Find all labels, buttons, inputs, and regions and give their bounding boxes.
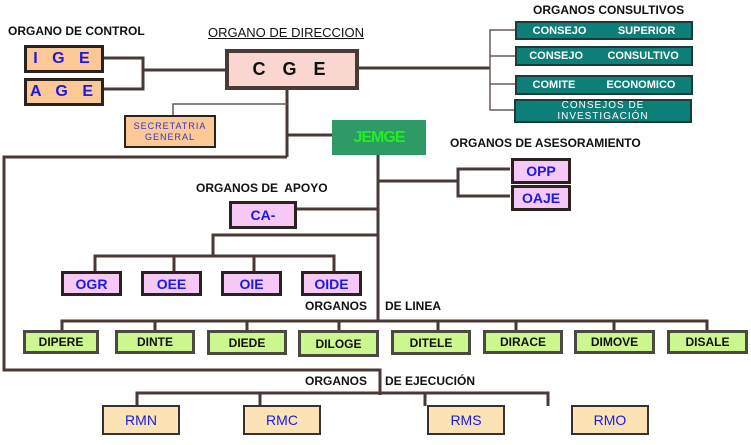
box-ditele[interactable]: DITELE (391, 330, 471, 355)
box-secretaria-general[interactable]: SECRETATRIA GENERAL (124, 115, 216, 148)
connector-apoyo-down (211, 233, 378, 256)
box-rmn[interactable]: RMN (102, 405, 180, 435)
box-cge[interactable]: C G E (225, 49, 359, 90)
comite-economico-right: ECONOMICO (606, 79, 676, 91)
consejo-consultivo-left: CONSEJO (529, 50, 584, 62)
connector-secretaria (172, 103, 287, 118)
connector-outer-loop (2, 155, 382, 395)
connector-linea (60, 319, 709, 330)
box-disale[interactable]: DISALE (667, 330, 748, 354)
heading-ejecucion-right: DE EJECUCIÓN (385, 374, 476, 388)
box-dirace[interactable]: DIRACE (483, 330, 563, 354)
box-ogr[interactable]: OGR (61, 271, 122, 296)
connector-apoyo-units (93, 254, 336, 271)
box-rms[interactable]: RMS (427, 405, 505, 435)
box-oie[interactable]: OIE (221, 271, 282, 296)
heading-apoyo: ORGANOS DE APOYO (196, 181, 328, 195)
consejo-consultivo-right: CONSULTIVO (607, 50, 679, 62)
consejo-superior-right: SUPERIOR (617, 24, 676, 37)
comite-economico-left: COMITE (532, 79, 576, 91)
connector-asesor-bracket (456, 167, 510, 198)
heading-ejecucion-left: ORGANOS (305, 374, 368, 388)
box-comite-economico[interactable]: COMITE ECONOMICO (515, 75, 693, 95)
connector-control (103, 56, 145, 91)
secretaria-line1: SECRETATRIA (133, 120, 207, 131)
box-jemge[interactable]: JEMGE (332, 120, 426, 155)
box-diede[interactable]: DIEDE (207, 330, 287, 355)
box-consejo-superior[interactable]: CONSEJO SUPERIOR (515, 21, 693, 40)
box-oee[interactable]: OEE (141, 271, 202, 296)
secretaria-line2: GENERAL (144, 131, 195, 142)
box-opp[interactable]: OPP (511, 158, 571, 184)
box-rmo[interactable]: RMO (571, 405, 649, 435)
box-oaje[interactable]: OAJE (511, 185, 571, 211)
box-dimove[interactable]: DIMOVE (574, 330, 655, 354)
box-diloge[interactable]: DILOGE (298, 330, 379, 357)
consejos-investigacion-label: CONSEJOS DE INVESTIGACIÓN (557, 100, 649, 122)
box-dinte[interactable]: DINTE (115, 330, 195, 354)
box-dipere[interactable]: DIPERE (23, 330, 99, 354)
heading-control: ORGANO DE CONTROL (8, 24, 145, 38)
box-oide[interactable]: OIDE (301, 271, 362, 296)
box-ca[interactable]: CA- (229, 201, 297, 229)
box-consejo-consultivo[interactable]: CONSEJO CONSULTIVO (515, 46, 693, 66)
heading-linea-left: ORGANOS (305, 299, 368, 313)
consejo-superior-left: CONSEJO (532, 24, 587, 37)
connector-ejecucion (135, 391, 550, 406)
box-rmc[interactable]: RMC (243, 405, 321, 435)
box-age[interactable]: A G E (24, 78, 104, 106)
heading-direccion: ORGANO DE DIRECCION (208, 25, 365, 40)
heading-asesoramiento: ORGANOS DE ASESORAMIENTO (450, 136, 641, 150)
connector-consultivos (489, 29, 515, 111)
box-ige[interactable]: I G E (24, 45, 104, 73)
heading-consultivos: ORGANOS CONSULTIVOS (533, 3, 685, 17)
box-consejos-investigacion[interactable]: CONSEJOS DE INVESTIGACIÓN (514, 99, 692, 123)
heading-linea-right: DE LINEA (385, 299, 442, 313)
